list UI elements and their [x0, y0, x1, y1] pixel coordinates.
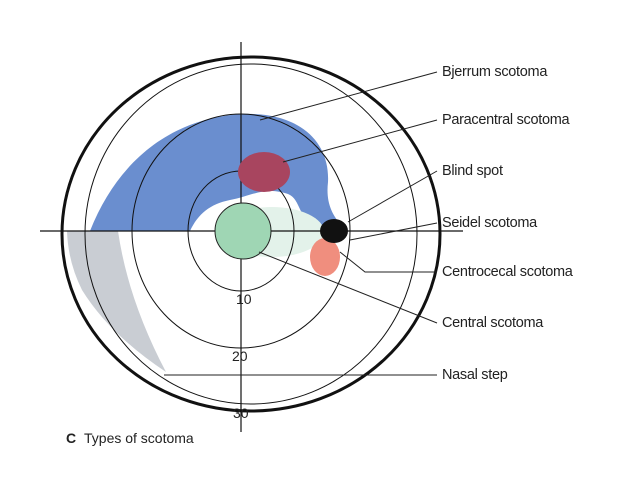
label-central-scotoma: Central scotoma	[442, 315, 544, 331]
leader-centrocecal	[339, 251, 437, 273]
label-centrocecal-scotoma: Centrocecal scotoma	[442, 264, 574, 280]
leader-paracentral	[282, 119, 438, 163]
leader-blind-spot	[347, 170, 438, 223]
tick-label-20: 20	[232, 348, 248, 364]
centrocecal-scotoma	[310, 238, 340, 276]
leader-seidel	[349, 222, 438, 241]
leader-bjerrum	[259, 71, 438, 121]
label-paracentral-scotoma: Paracentral scotoma	[442, 112, 571, 128]
tick-label-10: 10	[236, 291, 252, 307]
label-nasal-step: Nasal step	[442, 367, 508, 383]
label-bjerrum-scotoma: Bjerrum scotoma	[442, 64, 548, 80]
nasal-step-area	[67, 231, 166, 372]
caption-text: Types of scotoma	[84, 430, 194, 446]
blind-spot	[320, 219, 348, 243]
label-seidel-scotoma: Seidel scotoma	[442, 215, 538, 231]
paracentral-scotoma	[238, 152, 290, 192]
label-blind-spot: Blind spot	[442, 163, 503, 179]
central-scotoma	[214, 202, 272, 260]
leader-central	[258, 251, 438, 324]
tick-label-30: 30	[233, 405, 249, 421]
bjerrum-scotoma	[90, 113, 344, 233]
caption-letter: C	[66, 430, 76, 446]
isopter-ring-30	[84, 63, 418, 405]
